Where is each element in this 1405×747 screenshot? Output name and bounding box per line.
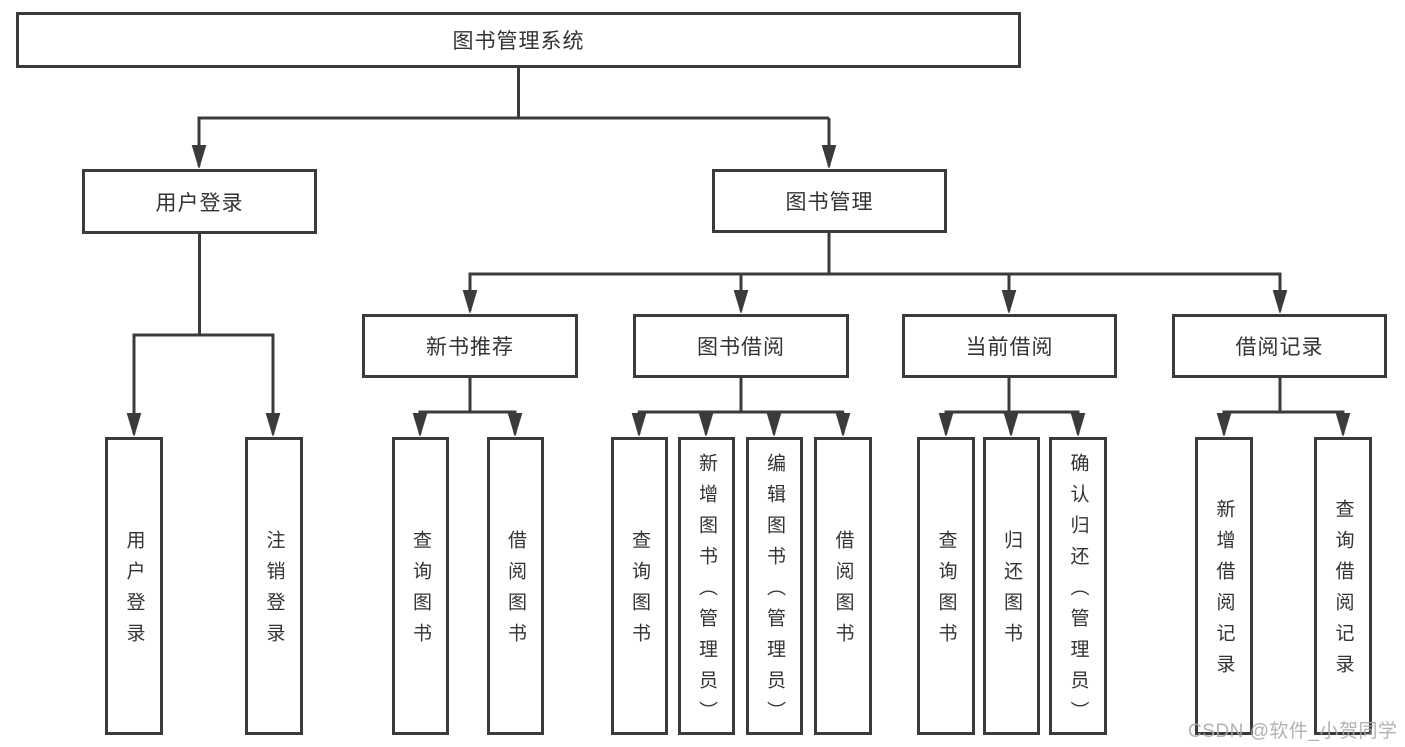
leaf-borrow-add-books-admin: 新增图书（管理员） xyxy=(678,437,735,735)
node-label: 新增借阅记录 xyxy=(1213,499,1235,685)
node-new-book-recommend: 新书推荐 xyxy=(362,314,578,378)
node-label: 查询图书 xyxy=(410,530,431,654)
leaf-recommend-borrow-books: 借阅图书 xyxy=(487,437,544,735)
node-label: 查询借阅记录 xyxy=(1332,499,1354,685)
leaf-recommend-query-books: 查询图书 xyxy=(392,437,449,735)
node-label: 查询图书 xyxy=(629,530,650,654)
node-label: 编辑图书（管理员） xyxy=(764,452,785,732)
node-label: 新增图书（管理员） xyxy=(696,452,717,732)
leaf-user-login: 用户登录 xyxy=(105,437,163,735)
node-label: 用户登录 xyxy=(155,191,244,215)
node-user-login: 用户登录 xyxy=(82,169,317,234)
node-borrow-records: 借阅记录 xyxy=(1172,314,1387,378)
leaf-borrow-borrow-books: 借阅图书 xyxy=(814,437,872,735)
node-label: 当前借阅 xyxy=(965,336,1054,359)
node-label: 归还图书 xyxy=(1001,530,1022,654)
node-label: 借阅记录 xyxy=(1235,336,1324,359)
node-label: 用户登录 xyxy=(123,530,145,654)
node-root-system: 图书管理系统 xyxy=(16,12,1021,68)
node-label: 新书推荐 xyxy=(426,336,514,359)
node-book-borrow: 图书借阅 xyxy=(633,314,849,378)
node-label: 图书管理系统 xyxy=(452,30,585,53)
leaf-records-query-record: 查询借阅记录 xyxy=(1314,437,1372,735)
leaf-current-confirm-return-admin: 确认归还（管理员） xyxy=(1049,437,1107,735)
csdn-watermark: CSDN @软件_小贺同学 xyxy=(1188,721,1398,742)
node-label: 图书借阅 xyxy=(697,336,785,359)
node-current-borrow: 当前借阅 xyxy=(902,314,1117,378)
leaf-logout: 注销登录 xyxy=(245,437,303,735)
node-label: 图书管理 xyxy=(785,191,874,214)
node-label: 借阅图书 xyxy=(505,530,526,654)
node-book-management: 图书管理 xyxy=(712,169,947,233)
node-label: 确认归还（管理员） xyxy=(1067,452,1089,732)
node-label: 注销登录 xyxy=(263,530,285,654)
leaf-records-add-record: 新增借阅记录 xyxy=(1195,437,1253,735)
leaf-borrow-query-books: 查询图书 xyxy=(611,437,668,735)
node-label: 借阅图书 xyxy=(832,530,854,654)
leaf-borrow-edit-books-admin: 编辑图书（管理员） xyxy=(746,437,803,735)
leaf-current-query-books: 查询图书 xyxy=(917,437,975,735)
node-label: 查询图书 xyxy=(935,530,957,654)
leaf-current-return-books: 归还图书 xyxy=(983,437,1040,735)
